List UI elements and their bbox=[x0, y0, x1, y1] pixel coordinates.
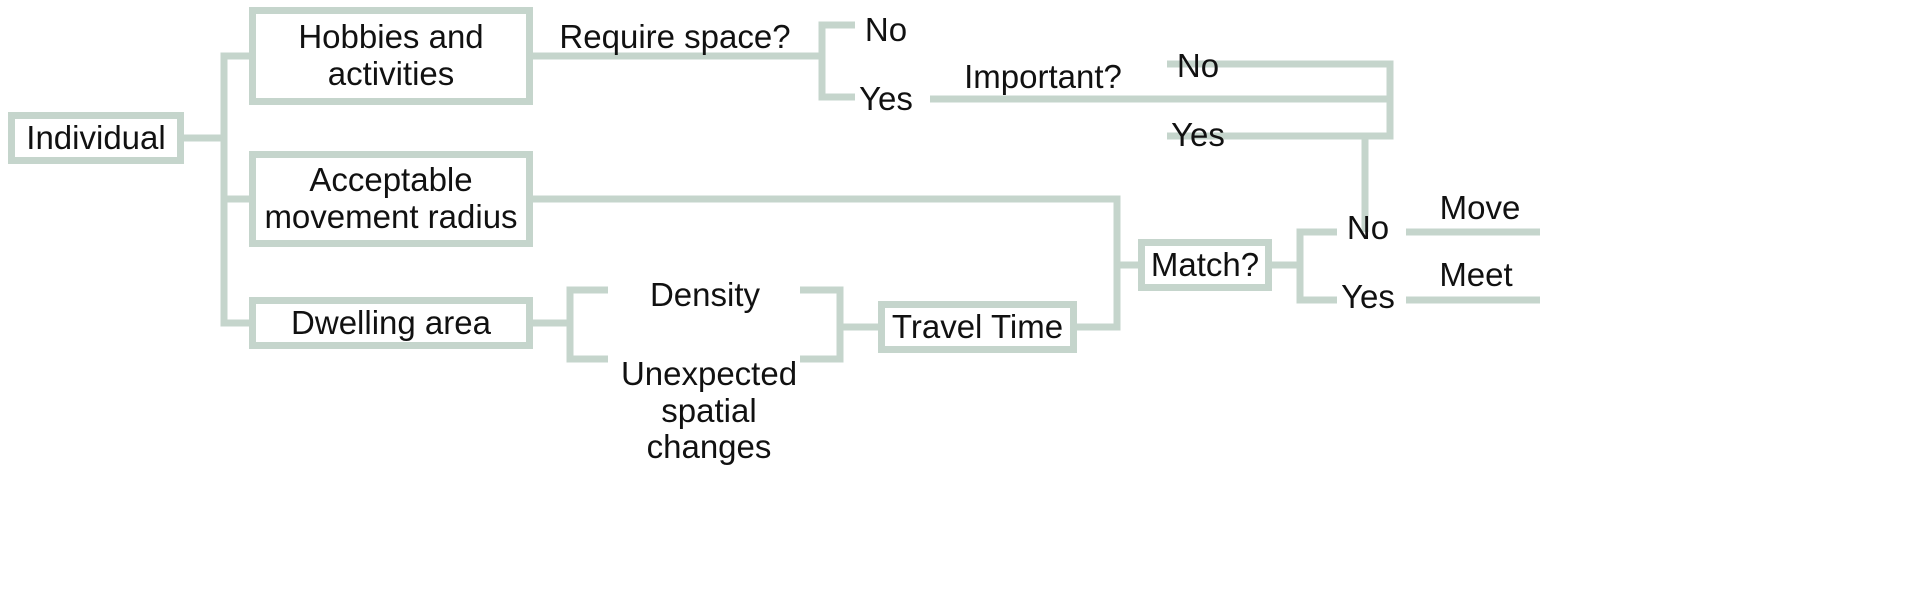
edge-individual-to-hobbies bbox=[184, 52, 249, 142]
node-imp_yes[interactable]: Yes bbox=[1171, 115, 1225, 153]
node-unexpected[interactable]: Unexpected spatial changes bbox=[620, 354, 798, 466]
node-require[interactable]: Require space? bbox=[559, 17, 791, 55]
edge-individual-to-radius bbox=[184, 134, 249, 203]
node-require_no[interactable]: No bbox=[864, 10, 908, 48]
edge-individual-to-dwelling bbox=[184, 134, 249, 327]
node-density[interactable]: Density bbox=[649, 275, 761, 313]
node-match_yes[interactable]: Yes bbox=[1341, 277, 1395, 315]
node-match[interactable]: Match? bbox=[1138, 239, 1272, 291]
edge-density-to-travel bbox=[800, 286, 878, 331]
node-individual[interactable]: Individual bbox=[8, 112, 184, 164]
node-hobbies[interactable]: Hobbies and activities bbox=[249, 7, 533, 105]
edge-radius-to-match bbox=[533, 195, 1138, 269]
node-match_no[interactable]: No bbox=[1346, 208, 1390, 246]
edge-require-to-require_no bbox=[818, 21, 855, 56]
node-dwelling[interactable]: Dwelling area bbox=[249, 297, 533, 349]
edge-travel-to-match bbox=[1077, 261, 1138, 331]
node-meet[interactable]: Meet bbox=[1439, 255, 1513, 293]
node-require_yes[interactable]: Yes bbox=[859, 79, 913, 117]
edge-dwelling-to-unexpected bbox=[533, 319, 608, 363]
node-imp_no[interactable]: No bbox=[1176, 46, 1220, 84]
edge-dwelling-to-density bbox=[533, 286, 608, 327]
edge-unexpected-to-travel bbox=[800, 323, 878, 363]
node-travel[interactable]: Travel Time bbox=[878, 301, 1077, 353]
node-important[interactable]: Important? bbox=[964, 57, 1122, 95]
node-move[interactable]: Move bbox=[1439, 188, 1521, 226]
node-radius[interactable]: Acceptable movement radius bbox=[249, 151, 533, 247]
edge-match-to-match_no bbox=[1272, 228, 1337, 269]
edge-match-to-match_yes bbox=[1272, 261, 1337, 304]
